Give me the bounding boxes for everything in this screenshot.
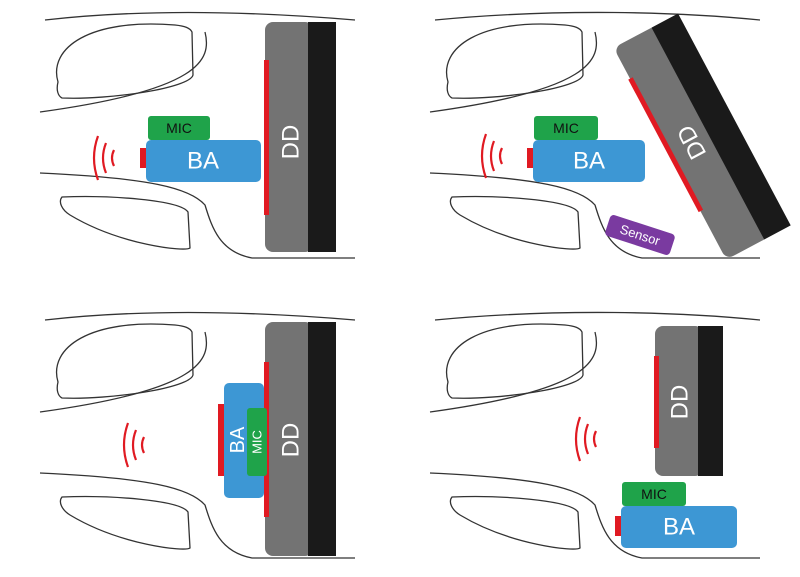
mic-label: MIC: [641, 486, 667, 502]
dd-diaphragm: [654, 356, 659, 448]
dd-back: [698, 326, 723, 476]
earbud-outline: [39, 11, 356, 259]
dd-label: DD: [278, 125, 305, 160]
mic-label: MIC: [250, 430, 265, 454]
dd-driver-tilted: DD: [616, 13, 791, 257]
earbud-outline: [429, 311, 761, 559]
ba-label: BA: [663, 514, 695, 541]
earbud-outline: [39, 311, 356, 559]
sound-waves: [480, 133, 503, 179]
dd-diaphragm: [628, 77, 704, 213]
panel-top-right: DD MIC BA Sensor: [429, 11, 791, 259]
ba-port: [140, 148, 146, 168]
dd-diaphragm: [264, 60, 269, 215]
dd-body: [655, 326, 703, 476]
ba-component: BA: [140, 140, 261, 182]
dd-back: [308, 322, 336, 556]
ba-label: BA: [573, 148, 605, 175]
dd-body: [265, 22, 313, 252]
mic-component: MIC: [534, 116, 598, 140]
sensor-component: Sensor: [605, 215, 675, 255]
panel-top-left: DD MIC BA: [39, 11, 356, 259]
mic-label: MIC: [553, 120, 579, 136]
dd-back: [651, 13, 791, 240]
dd-driver: DD: [654, 326, 723, 476]
dd-driver: DD: [264, 322, 336, 556]
ba-component: BA: [527, 140, 645, 182]
dd-back: [308, 22, 336, 252]
mic-label: MIC: [166, 120, 192, 136]
mic-component: MIC: [148, 116, 210, 140]
panel-bottom-right: DD MIC BA: [429, 311, 761, 559]
ba-port: [218, 404, 224, 476]
sound-waves: [122, 422, 145, 468]
ba-port: [527, 148, 533, 168]
sound-waves: [92, 135, 115, 181]
ba-port: [615, 516, 621, 536]
earbud-outline: [429, 11, 761, 259]
dd-label: DD: [278, 423, 305, 458]
panel-bottom-left: DD BA MIC: [39, 311, 356, 559]
ba-component: BA: [615, 506, 737, 548]
sound-waves: [574, 416, 597, 462]
dd-body: [265, 322, 313, 556]
dd-body: [616, 27, 768, 257]
mic-component: MIC: [622, 482, 686, 506]
ba-label: BA: [187, 148, 219, 175]
mic-component-vertical: MIC: [247, 408, 267, 476]
dd-driver: DD: [264, 22, 336, 252]
dd-label: DD: [667, 385, 694, 420]
ba-label: BA: [227, 426, 249, 453]
